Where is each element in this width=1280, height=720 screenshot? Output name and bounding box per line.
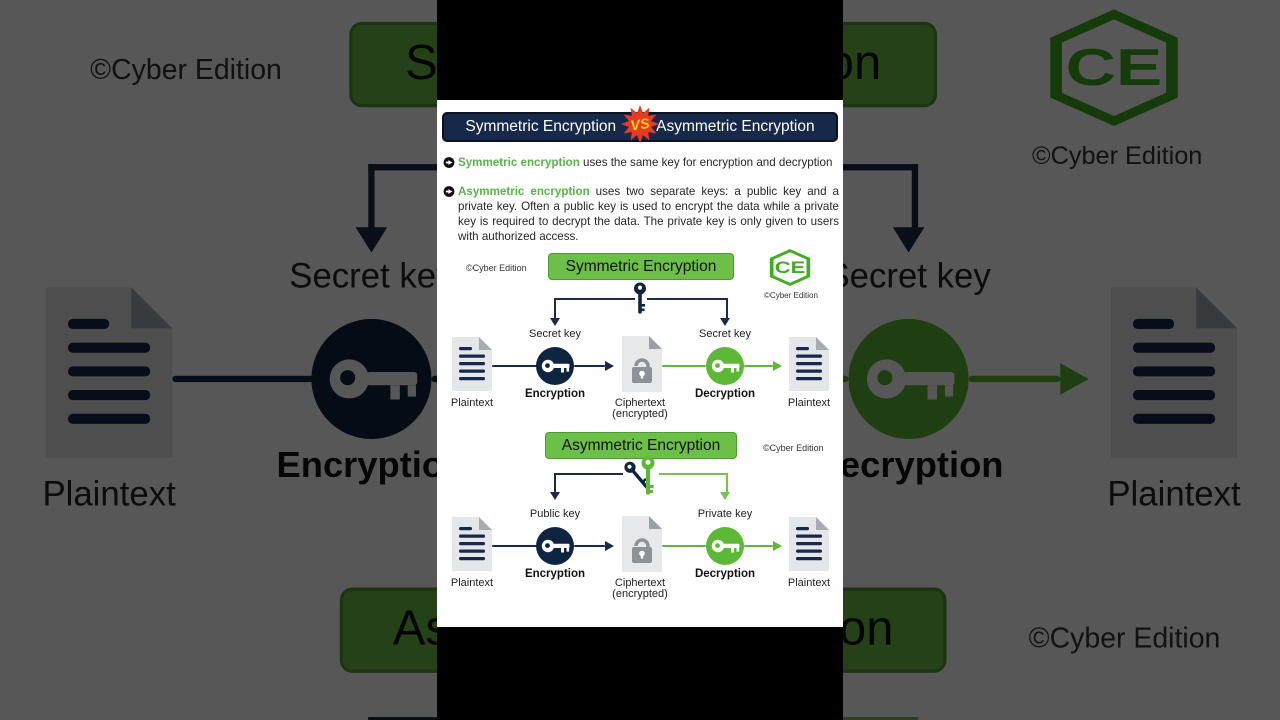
copyright-text: ©Cyber Edition <box>466 263 527 273</box>
arrow-down-icon <box>550 492 560 500</box>
decryption-key-icon <box>706 347 744 385</box>
arrow-down-icon <box>355 227 388 253</box>
copyright-text: ©Cyber Edition <box>1028 622 1221 654</box>
flow-line <box>744 364 773 368</box>
encryption-key-icon <box>536 527 574 565</box>
svg-text:VS: VS <box>630 116 652 135</box>
copyright-text: ©Cyber Edition <box>1031 141 1203 171</box>
flow-label-ciphertext: Ciphertext <box>614 577 666 589</box>
plaintext-document-icon <box>789 337 829 391</box>
bullet-lead: Symmetric encryption <box>458 156 580 169</box>
key-branch-right <box>647 298 728 321</box>
flow-line <box>662 544 706 548</box>
arrow-right-icon <box>605 360 614 371</box>
plaintext-document-icon <box>452 517 492 571</box>
asymmetric-heading: Asymmetric Encryption <box>545 432 737 459</box>
flow-label-encrypted: (encrypted) <box>612 408 668 420</box>
flow-label-plaintext: Plaintext <box>42 476 176 515</box>
bullet-text: Symmetric encryption uses the same key f… <box>458 155 832 170</box>
decryption-key-icon <box>706 527 744 565</box>
flow-label-decryption: Decryption <box>694 568 756 580</box>
copyright-text: ©Cyber Edition <box>90 53 282 86</box>
flow-label-ciphertext: Ciphertext <box>614 397 666 409</box>
svg-text:CE: CE <box>775 259 806 278</box>
cyber-edition-logo: CE <box>1050 9 1178 127</box>
plaintext-document-icon <box>45 287 173 458</box>
flow-label-encryption: Encryption <box>524 568 586 580</box>
plaintext-document-icon <box>1110 287 1238 458</box>
vs-burst-icon: VS <box>621 105 659 143</box>
flow-line <box>172 375 315 384</box>
key-branch-right <box>659 473 728 494</box>
flow-line <box>744 544 773 548</box>
arrow-circle-icon <box>443 157 455 168</box>
flow-line <box>492 544 537 548</box>
flow-label-encryption: Encryption <box>524 388 586 400</box>
copyright-text: ©Cyber Edition <box>763 443 824 453</box>
cyber-edition-logo: CE <box>769 249 811 286</box>
infographic-panel: Symmetric Encryption Asymmetric Encrypti… <box>437 100 843 627</box>
flow-label-decryption: Decryption <box>694 388 756 400</box>
flow-label-plaintext: Plaintext <box>787 397 831 409</box>
bullet-symmetric: Symmetric encryption uses the same key f… <box>443 155 839 170</box>
encryption-key-icon <box>311 318 432 439</box>
flow-label-plaintext: Plaintext <box>450 397 494 409</box>
svg-text:CE: CE <box>1066 39 1163 96</box>
arrow-down-icon <box>550 318 560 326</box>
key-branch-left <box>554 298 635 321</box>
arrow-right-icon <box>605 540 614 551</box>
flow-line <box>662 364 706 368</box>
flow-label-encryption: Encryption <box>276 448 467 487</box>
arrow-right-icon <box>773 360 782 371</box>
bullet-asymmetric: Asymmetric encryption uses two separate … <box>443 184 839 244</box>
arrow-circle-icon <box>443 186 455 197</box>
encryption-key-icon <box>536 347 574 385</box>
flow-line <box>968 375 1061 384</box>
flow-label-decryption: Decryption <box>813 448 1004 487</box>
arrow-down-icon <box>720 318 730 326</box>
arrow-down-icon <box>892 227 925 253</box>
arrow-down-icon <box>720 492 730 500</box>
bullet-text: Asymmetric encryption uses two separate … <box>458 184 839 244</box>
flow-label-plaintext: Plaintext <box>1107 476 1241 515</box>
key-label-public: Public key <box>529 508 581 520</box>
secret-key-icon <box>634 282 646 314</box>
bullet-rest: uses two separate keys: a public key and… <box>458 185 839 243</box>
key-branch-left <box>554 473 623 494</box>
flow-line <box>574 364 605 368</box>
arrow-right-icon <box>773 540 782 551</box>
bullet-rest: uses the same key for encryption and dec… <box>579 156 833 169</box>
key-pair-icon <box>624 456 655 495</box>
copyright-text: ©Cyber Edition <box>764 291 818 300</box>
ciphertext-document-icon <box>622 336 662 392</box>
flow-line <box>574 544 605 548</box>
ciphertext-document-icon <box>622 516 662 572</box>
title-left: Symmetric Encryption <box>465 118 617 135</box>
bullet-lead: Asymmetric encryption <box>458 185 590 198</box>
video-column: Symmetric Encryption Asymmetric Encrypti… <box>437 0 843 720</box>
plaintext-document-icon <box>452 337 492 391</box>
plaintext-document-icon <box>789 517 829 571</box>
decryption-key-icon <box>848 318 969 439</box>
symmetric-heading: Symmetric Encryption <box>548 253 734 280</box>
flow-line <box>492 364 537 368</box>
flow-label-plaintext: Plaintext <box>450 577 494 589</box>
key-label-left: Secret key <box>529 328 581 340</box>
flow-label-encrypted: (encrypted) <box>612 588 668 600</box>
title-right: Asymmetric Encryption <box>656 118 815 135</box>
arrow-right-icon <box>1060 361 1089 394</box>
key-label-right: Secret key <box>826 258 991 297</box>
flow-label-plaintext: Plaintext <box>787 577 831 589</box>
key-label-left: Secret key <box>289 258 454 297</box>
key-label-private: Private key <box>697 508 753 520</box>
key-label-right: Secret key <box>699 328 751 340</box>
